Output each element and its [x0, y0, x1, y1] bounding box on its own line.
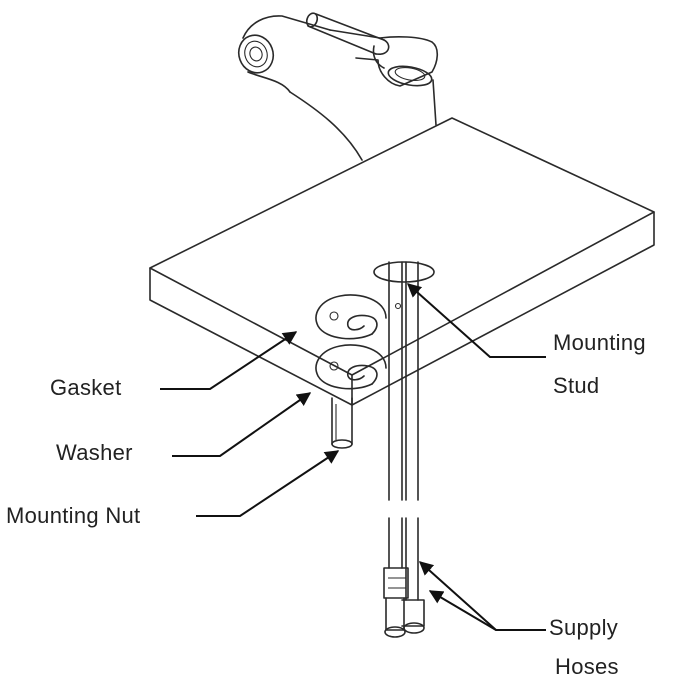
- mounting-stud-label-line2: Stud: [553, 373, 600, 398]
- leader-lines: [160, 283, 546, 631]
- supply-hoses-label-line1: Supply: [549, 615, 619, 640]
- mounting-stud-label-line1: Mounting: [553, 330, 646, 355]
- gasket: [315, 294, 387, 390]
- washer-leader: [172, 392, 312, 457]
- mounting-nut-label: Mounting Nut: [6, 503, 141, 528]
- supply-hoses-leader-2: [428, 590, 497, 631]
- gasket-label: Gasket: [50, 375, 122, 400]
- mounting-nut-leader: [196, 450, 340, 517]
- supply-hoses-label-line2: Hoses: [555, 654, 619, 679]
- faucet: [237, 12, 439, 161]
- washer-label: Washer: [56, 440, 133, 465]
- mounting-nut-part: [331, 397, 353, 449]
- mounting-stud-leader: [406, 283, 546, 358]
- gasket-leader: [160, 331, 298, 390]
- supply-hoses: [383, 261, 425, 638]
